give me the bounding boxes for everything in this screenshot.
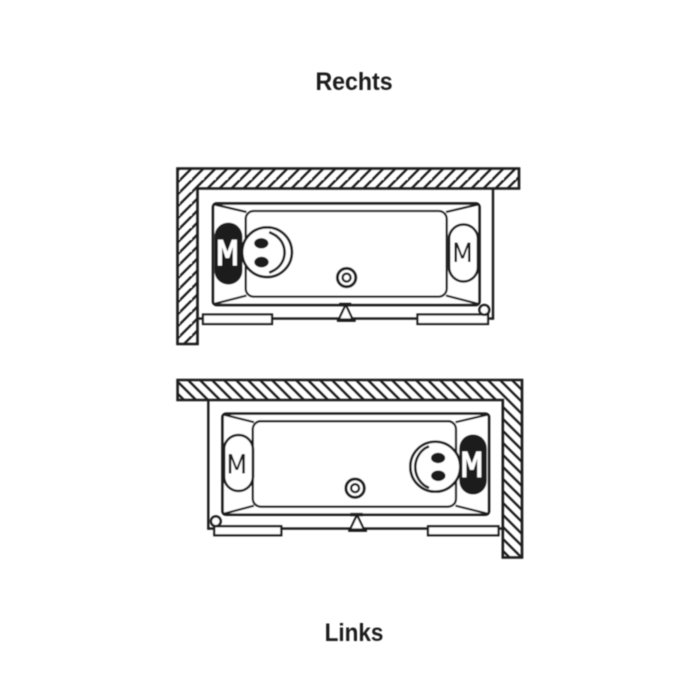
svg-text:Rechts: Rechts <box>315 68 392 96</box>
svg-text:Links: Links <box>325 619 384 647</box>
